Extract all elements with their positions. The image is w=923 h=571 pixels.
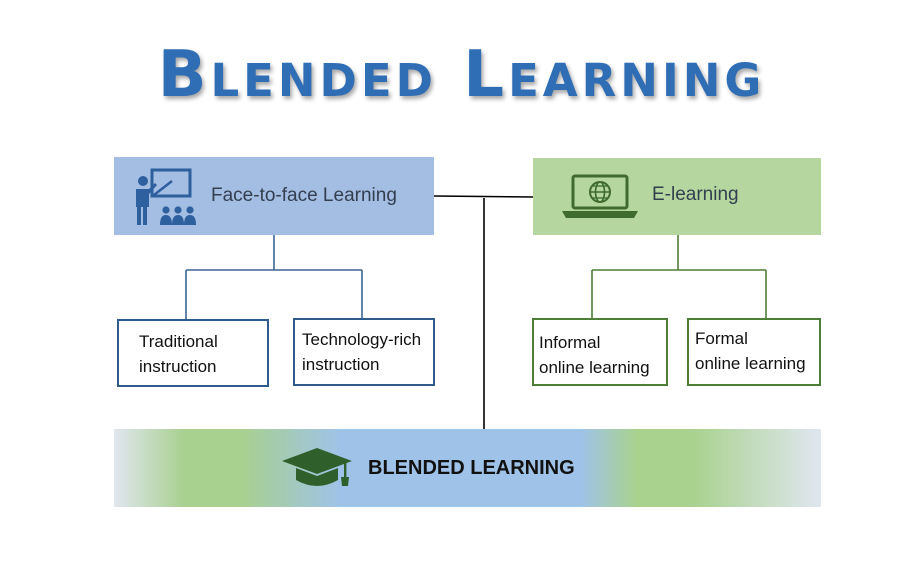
leaf-line-1: Informal xyxy=(539,333,601,352)
page-title: Blended Learning xyxy=(157,38,766,112)
leaf-line-1: Formal xyxy=(695,329,748,348)
teacher-presentation-icon xyxy=(136,168,196,225)
graduation-cap-icon xyxy=(282,448,352,486)
face-to-face-label: Face-to-face Learning xyxy=(211,185,397,206)
blended-learning-bar: BLENDED LEARNING xyxy=(114,429,821,507)
blended-learning-label: BLENDED LEARNING xyxy=(368,457,575,479)
leaf-line-2: online learning xyxy=(539,358,650,377)
informal-online-learning-node: Informal online learning xyxy=(532,318,668,386)
face-to-face-node: Face-to-face Learning xyxy=(114,157,434,235)
technology-rich-instruction-node: Technology-rich instruction xyxy=(293,318,435,386)
traditional-instruction-node: Traditional instruction xyxy=(117,319,269,387)
formal-online-learning-node: Formal online learning xyxy=(687,318,821,386)
leaf-line-1: Technology-rich xyxy=(302,330,422,349)
laptop-globe-icon xyxy=(562,174,638,218)
e-learning-label: E-learning xyxy=(652,184,739,205)
leaf-line-2: instruction xyxy=(302,355,380,374)
e-learning-node: E-learning xyxy=(533,158,821,235)
leaf-line-2: online learning xyxy=(695,354,806,373)
leaf-line-1: Traditional xyxy=(139,332,218,351)
leaf-line-2: instruction xyxy=(139,357,217,376)
